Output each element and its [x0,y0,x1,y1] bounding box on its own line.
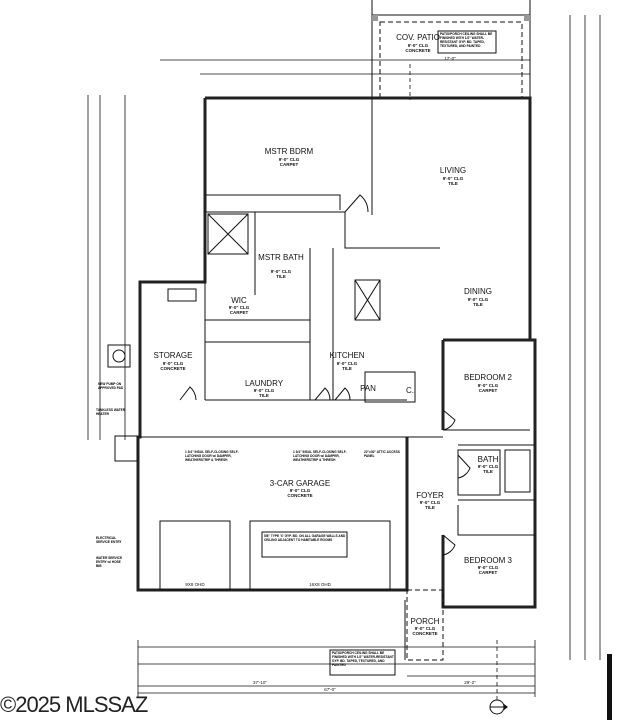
garage-fire-note: 5/8" TYPE 'X' GYP. BD. ON ALL GARAGE WAL… [264,534,346,542]
dim-overall-width: 67'-0" [324,687,336,692]
svg-text:CONCRETE: CONCRETE [412,631,437,636]
room-bedroom-2-label: BEDROOM 2 [464,373,513,382]
svg-text:TILE: TILE [259,393,269,398]
svg-text:9'-0" CLG: 9'-0" CLG [478,383,499,388]
electrical-note: ELECTRICAL SERVICE ENTRY [96,536,122,544]
svg-text:CARPET: CARPET [479,570,498,575]
svg-text:TILE: TILE [342,366,352,371]
closet-label: C. [406,386,414,395]
attic-note: 22"x30" ATTIC ACCESS PANEL [364,450,400,458]
svg-text:9'-0" CLG: 9'-0" CLG [337,361,358,366]
porch-note-box [329,649,396,676]
room-mstr-bath-label: MSTR BATH [258,253,304,262]
watermark: ©2025 MLSSAZ [0,692,148,717]
room-cov-patio-label: COV. PATIO [396,33,440,42]
room-living-label: LIVING [440,166,466,175]
svg-text:CARPET: CARPET [280,162,299,167]
svg-text:9'-0" CLG: 9'-0" CLG [279,157,300,162]
svg-text:9'-0" CLG: 9'-0" CLG [254,388,275,393]
svg-text:9'-0" CLG: 9'-0" CLG [478,464,499,469]
garage-note-box [261,531,348,558]
garage-door-a-label: 9X8 OHD [185,582,205,587]
section-marker-icon [489,699,508,715]
room-laundry-label: LAUNDRY [245,379,284,388]
patio-note: PATIO/PORCH CEILING SHALL BE FINISHED WI… [440,32,493,48]
svg-text:TILE: TILE [473,302,483,307]
porch-note: PATIO/PORCH CEILING SHALL BE FINISHED WI… [332,651,394,667]
water-heater [114,435,138,462]
room-foyer-label: FOYER [416,491,444,500]
interior-walls [107,98,535,661]
room-porch-label: PORCH [411,617,440,626]
svg-text:CONCRETE: CONCRETE [405,48,430,53]
room-bedroom-3-label: BEDROOM 3 [464,556,513,565]
svg-text:CONCRETE: CONCRETE [287,493,312,498]
svg-text:9'-0" CLG: 9'-0" CLG [229,305,250,310]
heat-pump-note: NEW PUMP ON APPROVED PAD [98,382,124,390]
svg-text:9'-0" CLG: 9'-0" CLG [271,269,292,274]
patio-note-box [437,30,497,54]
svg-text:CARPET: CARPET [479,388,498,393]
svg-text:9'-0" CLG: 9'-0" CLG [420,500,441,505]
dim-left-run: 37'-10" [253,680,267,685]
room-garage-label: 3-CAR GARAGE [270,479,330,488]
dimension-lines [87,15,601,700]
garage-door-1 [159,520,231,591]
svg-text:9'-0" CLG: 9'-0" CLG [415,626,436,631]
svg-text:TILE: TILE [448,181,458,186]
plan-notes: PATIO/PORCH CEILING SHALL BE FINISHED WI… [96,32,493,667]
svg-text:TILE: TILE [483,469,493,474]
room-mstr-bdrm-label: MSTR BDRM [265,147,314,156]
room-dining-label: DINING [464,287,492,296]
door-swings [179,194,471,556]
svg-text:TILE: TILE [276,274,286,279]
svg-text:9'-0" CLG: 9'-0" CLG [408,43,429,48]
room-kitchen-label: KITCHEN [329,351,364,360]
edge-mark [607,654,612,720]
svg-text:9'-0" CLG: 9'-0" CLG [290,488,311,493]
heat-pump [107,344,131,368]
garage-door-b-label: 16X8 OHD [309,582,332,587]
room-labels: COV. PATIO 9'-0" CLG CONCRETE MSTR BDRM … [154,33,513,636]
garage-door-note-2: 1 3/4" INSUL SELF-CLOSING SELF-LATCHING … [293,450,347,462]
dim-patio-width: 17'-0" [444,56,456,61]
svg-text:9'-0" CLG: 9'-0" CLG [443,176,464,181]
svg-text:TILE: TILE [425,505,435,510]
water-note: WATER SERVICE ENTRY w/ HOSE BIB [96,556,123,568]
svg-text:9'-0" CLG: 9'-0" CLG [163,361,184,366]
water-heater-note: TANKLESS WATER HEATER [96,408,126,416]
garage-door-2 [249,520,391,591]
room-wic-label: WIC [231,296,247,305]
svg-text:9'-0" CLG: 9'-0" CLG [478,565,499,570]
svg-text:CONCRETE: CONCRETE [160,366,185,371]
room-pan-label: PAN [360,384,376,393]
svg-text:9'-0" CLG: 9'-0" CLG [468,297,489,302]
room-storage-label: STORAGE [154,351,193,360]
svg-text:CARPET: CARPET [230,310,249,315]
dim-right-run: 29'-2" [464,680,476,685]
room-bath-label: BATH [478,455,499,464]
garage-door-note-1: 1 3/4" INSUL SELF-CLOSING SELF-LATCHING … [185,450,239,462]
